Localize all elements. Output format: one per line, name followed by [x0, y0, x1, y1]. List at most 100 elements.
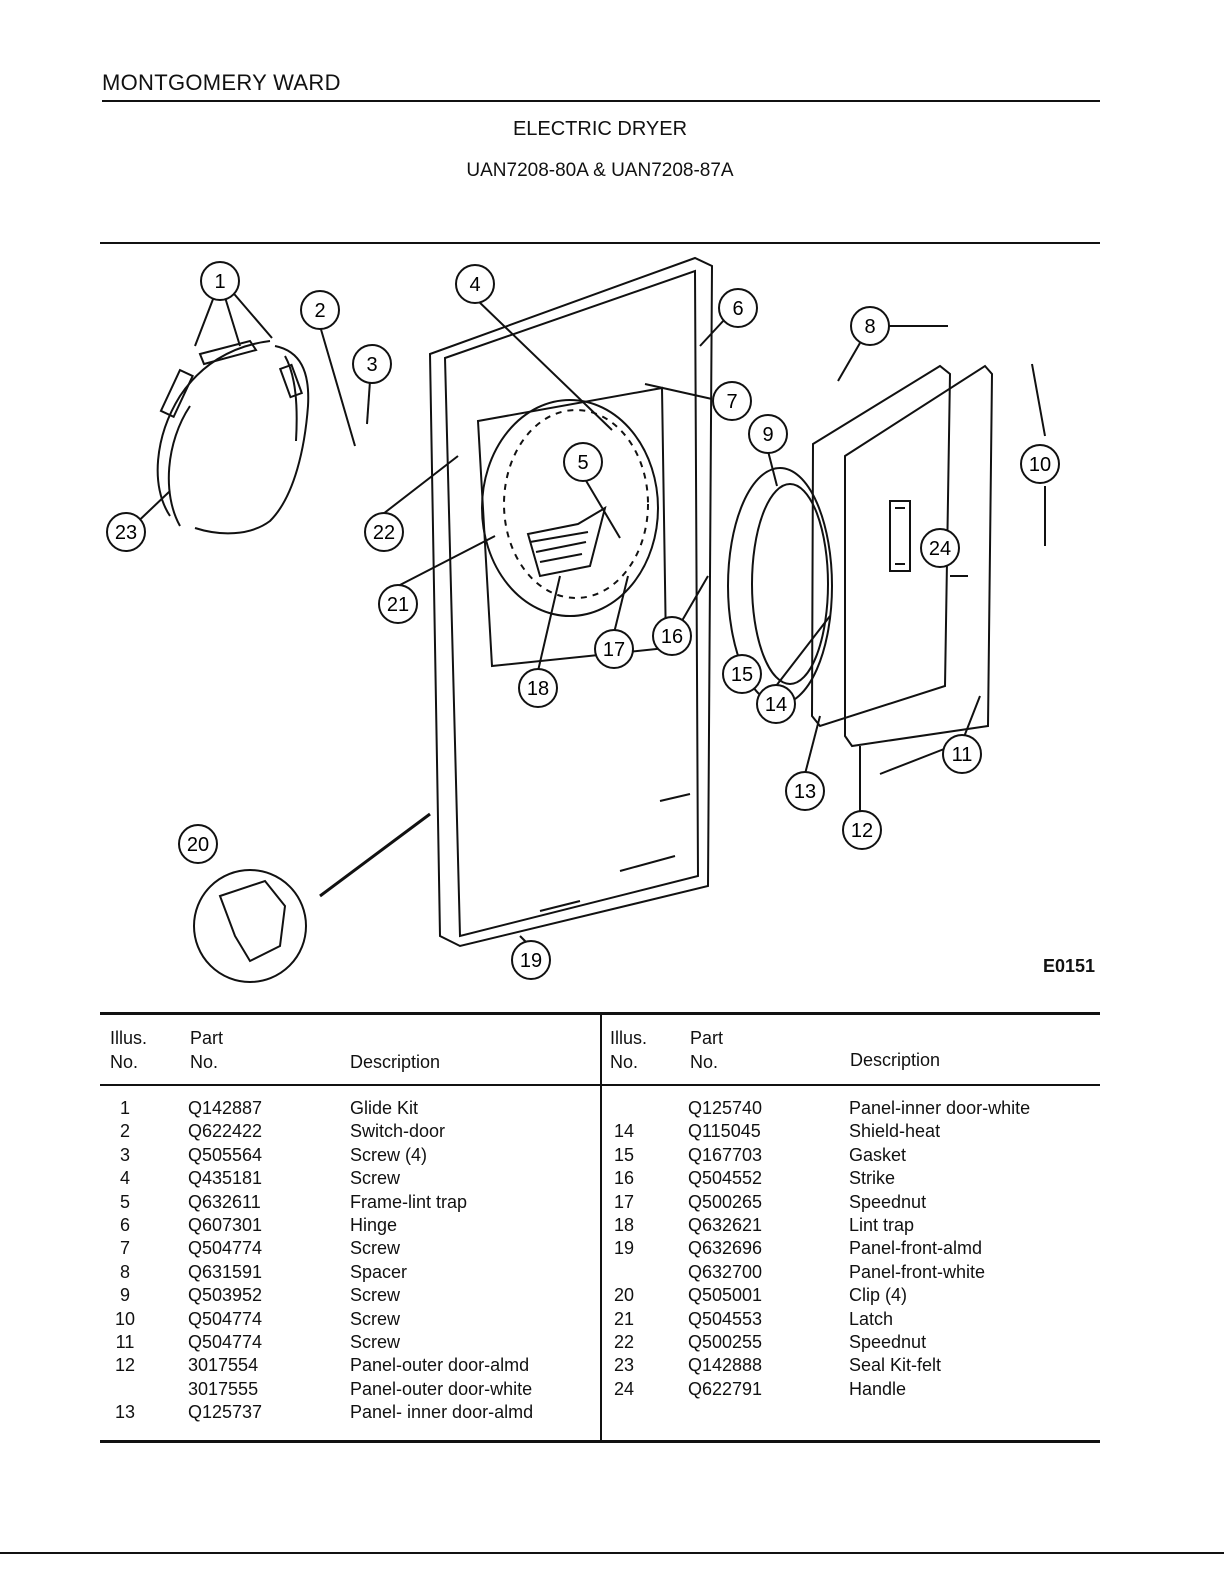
illus-no: 1	[119, 1098, 130, 1118]
part-description: Clip (4)	[849, 1285, 908, 1306]
part-number: Q500255	[688, 1332, 763, 1352]
callout-label: 13	[794, 781, 816, 803]
callout-label: 23	[115, 522, 137, 544]
callout-19: 19	[511, 940, 551, 980]
callout-2: 2	[300, 290, 340, 330]
part-description: Speednut	[849, 1332, 927, 1352]
callout-label: 6	[732, 298, 743, 320]
callout-12: 12	[842, 810, 882, 850]
callout-label: 3	[366, 354, 377, 376]
header-illus: Illus.	[610, 1028, 648, 1048]
part-number: Q504553	[688, 1308, 763, 1329]
brand-name: MONTGOMERY WARD	[102, 70, 341, 95]
illus-no: 22	[613, 1332, 635, 1352]
callout-label: 14	[765, 694, 787, 716]
part-number: Q505564	[188, 1144, 263, 1165]
callout-label: 11	[952, 744, 973, 766]
part-description: Seal Kit-felt	[849, 1355, 942, 1376]
callout-11: 11	[942, 734, 982, 774]
callout-14: 14	[756, 684, 796, 724]
part-number: Q504774	[188, 1308, 263, 1329]
illus-no: 23	[613, 1355, 635, 1376]
header-part: Part	[190, 1028, 224, 1048]
callout-label: 9	[762, 424, 773, 446]
part-number: Q435181	[188, 1168, 263, 1189]
callout-17: 17	[594, 629, 634, 669]
part-number: Q631591	[188, 1261, 263, 1282]
column-divider	[600, 1012, 602, 1442]
illus-no: 19	[613, 1238, 635, 1259]
callout-3: 3	[352, 344, 392, 384]
illus-no: 5	[119, 1191, 130, 1212]
header-no: No.	[610, 1052, 639, 1072]
callout-label: 5	[577, 452, 588, 474]
callout-label: 24	[929, 538, 951, 560]
callout-22: 22	[364, 512, 404, 552]
header-part-no: No.	[190, 1052, 219, 1072]
right-description-header: Description	[850, 1050, 941, 1070]
callout-label: 19	[520, 950, 542, 972]
part-description: Panel-outer door-almd	[350, 1355, 530, 1376]
callout-label: 17	[603, 639, 625, 661]
callout-24: 24	[920, 528, 960, 568]
part-description: Screw (4)	[350, 1144, 428, 1165]
part-number: Q503952	[188, 1285, 263, 1306]
header-part-no: No.	[690, 1052, 719, 1072]
header-rule	[102, 100, 1100, 102]
illus-no: 7	[119, 1238, 130, 1259]
callout-label: 2	[314, 300, 325, 322]
illus-no: 13	[114, 1402, 136, 1423]
callout-5: 5	[563, 442, 603, 482]
part-number: Q500265	[688, 1191, 763, 1212]
part-number: Q632700	[688, 1261, 763, 1282]
illus-no: 4	[119, 1168, 130, 1189]
part-description: Screw	[350, 1308, 401, 1329]
clip-detail-circle	[193, 869, 307, 983]
illus-no: 10	[114, 1308, 136, 1329]
part-description: Lint trap	[849, 1215, 915, 1235]
illus-no: 6	[119, 1215, 130, 1235]
illus-no: 18	[613, 1215, 635, 1235]
part-number: Q632696	[688, 1238, 763, 1259]
part-number: Q115045	[688, 1121, 761, 1142]
illus-no: 9	[119, 1285, 130, 1306]
callout-label: 8	[864, 316, 875, 338]
callout-7: 7	[712, 381, 752, 421]
part-description: Screw	[350, 1168, 401, 1189]
part-description: Gasket	[849, 1144, 907, 1165]
callout-6: 6	[718, 288, 758, 328]
callout-9: 9	[748, 414, 788, 454]
illus-no: 24	[613, 1378, 635, 1399]
part-description: Handle	[849, 1378, 907, 1399]
front-panel-illustration	[428, 256, 714, 948]
callout-21: 21	[378, 584, 418, 624]
part-number: Q167703	[688, 1144, 763, 1165]
illus-no: 14	[613, 1121, 635, 1142]
part-description: Hinge	[350, 1215, 398, 1235]
illus-no: 2	[119, 1121, 130, 1142]
part-description: Strike	[849, 1168, 896, 1189]
part-description: Glide Kit	[350, 1098, 419, 1118]
part-number: Q504774	[188, 1238, 263, 1259]
callout-label: 16	[661, 626, 683, 648]
part-number: 3017555	[188, 1378, 259, 1399]
callout-label: 10	[1029, 454, 1051, 476]
illus-no: 21	[613, 1308, 635, 1329]
model-numbers: UAN7208-80A & UAN7208-87A	[466, 160, 734, 181]
header-no: No.	[110, 1052, 139, 1072]
callout-label: 4	[469, 274, 480, 296]
illus-no: 8	[119, 1261, 130, 1282]
part-number: Q125737	[188, 1402, 263, 1423]
callout-15: 15	[722, 654, 762, 694]
left-illus-header: Illus. No.	[110, 1026, 147, 1074]
part-number: Q622422	[188, 1121, 263, 1142]
part-description: Screw	[350, 1285, 401, 1306]
callout-label: 18	[527, 678, 549, 700]
callout-1: 1	[200, 261, 240, 301]
diagram-top-rule	[100, 242, 1100, 244]
illus-no: 20	[613, 1285, 635, 1306]
part-description: Panel-front-white	[849, 1261, 986, 1282]
header-part: Part	[690, 1028, 724, 1048]
part-number: 3017554	[188, 1355, 259, 1376]
part-number: Q142888	[688, 1355, 763, 1376]
